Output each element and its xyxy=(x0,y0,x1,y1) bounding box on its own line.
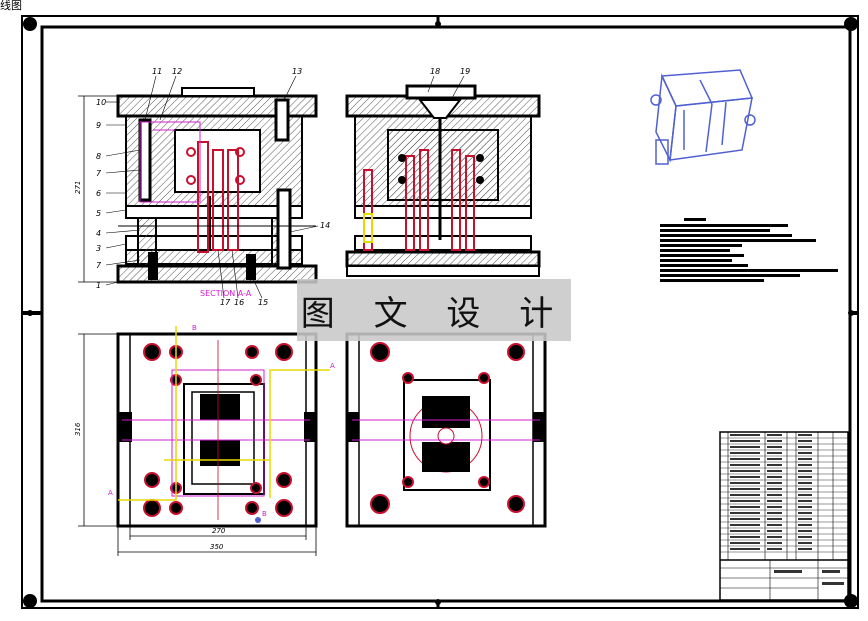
part-label: 9 xyxy=(96,121,101,130)
leader-lines xyxy=(105,75,319,299)
section-mark: B xyxy=(262,510,267,518)
left-height-dim-label: 271 xyxy=(74,181,82,194)
part-label: 7 xyxy=(96,169,102,178)
part-label: 5 xyxy=(96,209,101,218)
part-label: 8 xyxy=(96,152,101,161)
section-label: SECTION A-A xyxy=(200,289,252,298)
section-mark: B xyxy=(192,324,197,332)
part-label: 13 xyxy=(292,67,302,76)
part-label: 16 xyxy=(234,298,244,307)
plan-height-dim-label: 316 xyxy=(74,422,82,436)
left-section-view xyxy=(116,87,318,284)
right-section-view xyxy=(345,84,541,277)
part-label: 4 xyxy=(96,229,101,238)
part-label: 3 xyxy=(96,244,101,253)
left-height-dimension xyxy=(78,95,118,283)
part-label: 1 xyxy=(96,281,101,290)
part-isometric xyxy=(650,69,756,165)
part-label: 19 xyxy=(460,67,470,76)
section-mark: A xyxy=(330,362,335,370)
plan-dimensions xyxy=(78,333,317,556)
title-block xyxy=(719,431,849,601)
part-label: 11 xyxy=(152,67,162,76)
page-title: 线图 xyxy=(0,0,22,12)
plan-outer-width-label: 350 xyxy=(210,543,224,551)
bom-rows xyxy=(720,437,848,553)
bom-text-fill xyxy=(730,434,844,585)
part-label: 14 xyxy=(320,221,330,230)
section-marks: B A A B xyxy=(108,324,335,518)
part-label: 15 xyxy=(258,298,268,307)
plan-inner-width-label: 270 xyxy=(212,527,226,535)
right-plan-view xyxy=(345,332,547,528)
part-label: 6 xyxy=(96,189,101,198)
part-label: 12 xyxy=(172,67,182,76)
part-label: 7 xyxy=(96,261,102,270)
part-labels-left: 11 12 13 10 9 8 7 6 5 4 3 7 1 14 17 16 1… xyxy=(96,67,330,307)
part-label: 17 xyxy=(220,298,231,307)
part-label: 18 xyxy=(430,67,440,76)
part-label: 10 xyxy=(96,98,106,107)
technical-notes-block xyxy=(660,218,838,282)
left-plan-view xyxy=(116,326,330,528)
section-mark: A xyxy=(108,489,113,497)
watermark-banner: 图 文 设 计 xyxy=(297,279,571,341)
part-labels-right: 18 19 xyxy=(430,67,470,76)
